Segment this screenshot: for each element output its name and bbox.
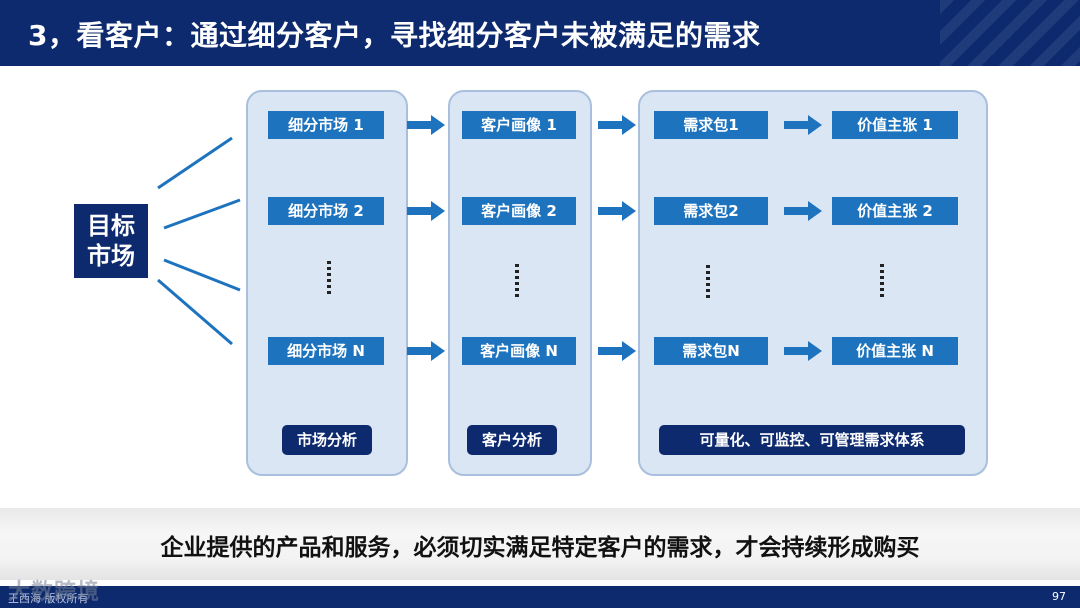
need-ellipsis — [706, 265, 710, 299]
market-chip-1: 细分市场 1 — [268, 111, 384, 139]
needs-value-panel — [638, 90, 988, 476]
arrow-right-icon — [407, 201, 445, 221]
customer-panel — [448, 90, 592, 476]
target-market-label: 目标 市场 — [87, 212, 135, 270]
title-decoration — [940, 0, 1080, 66]
title-bar: 3，看客户：通过细分客户，寻找细分客户未被满足的需求 — [0, 0, 1080, 66]
persona-chip-2: 客户画像 2 — [462, 197, 576, 225]
persona-ellipsis — [515, 264, 519, 298]
persona-chip-1: 客户画像 1 — [462, 111, 576, 139]
arrow-right-icon — [784, 201, 822, 221]
fan-line-1 — [157, 136, 233, 190]
watermark-text: 大数跨境 — [8, 580, 101, 605]
value-chip-2: 价值主张 2 — [832, 197, 958, 225]
customer-analysis-label: 客户分析 — [467, 425, 557, 455]
target-market-box: 目标 市场 — [74, 204, 148, 278]
conclusion-text: 企业提供的产品和服务，必须切实满足特定客户的需求，才会持续形成购买 — [160, 535, 920, 561]
arrow-right-icon — [784, 341, 822, 361]
arrow-right-icon — [407, 341, 445, 361]
footer-bar: 王西海 版权所有 97 — [0, 586, 1080, 608]
market-ellipsis — [327, 261, 331, 295]
need-chip-2: 需求包2 — [654, 197, 768, 225]
value-chip-1: 价值主张 1 — [832, 111, 958, 139]
persona-chip-n: 客户画像 N — [462, 337, 576, 365]
fan-lines — [157, 136, 241, 346]
market-chip-n: 细分市场 N — [268, 337, 384, 365]
page-number: 97 — [1052, 590, 1066, 603]
arrow-right-icon — [598, 201, 636, 221]
value-ellipsis — [880, 264, 884, 298]
fan-line-2 — [163, 198, 241, 230]
demand-system-label: 可量化、可监控、可管理需求体系 — [659, 425, 965, 455]
arrow-right-icon — [598, 115, 636, 135]
conclusion-banner: 企业提供的产品和服务，必须切实满足特定客户的需求，才会持续形成购买 — [0, 508, 1080, 580]
value-chip-n: 价值主张 N — [832, 337, 958, 365]
fan-line-4 — [157, 278, 233, 346]
fan-line-3 — [163, 258, 241, 292]
market-analysis-label: 市场分析 — [282, 425, 372, 455]
arrow-right-icon — [407, 115, 445, 135]
need-chip-n: 需求包N — [654, 337, 768, 365]
copyright-text: 王西海 版权所有 — [8, 592, 89, 605]
market-chip-2: 细分市场 2 — [268, 197, 384, 225]
arrow-right-icon — [784, 115, 822, 135]
arrow-right-icon — [598, 341, 636, 361]
page-title: 3，看客户：通过细分客户，寻找细分客户未被满足的需求 — [28, 19, 761, 52]
need-chip-1: 需求包1 — [654, 111, 768, 139]
